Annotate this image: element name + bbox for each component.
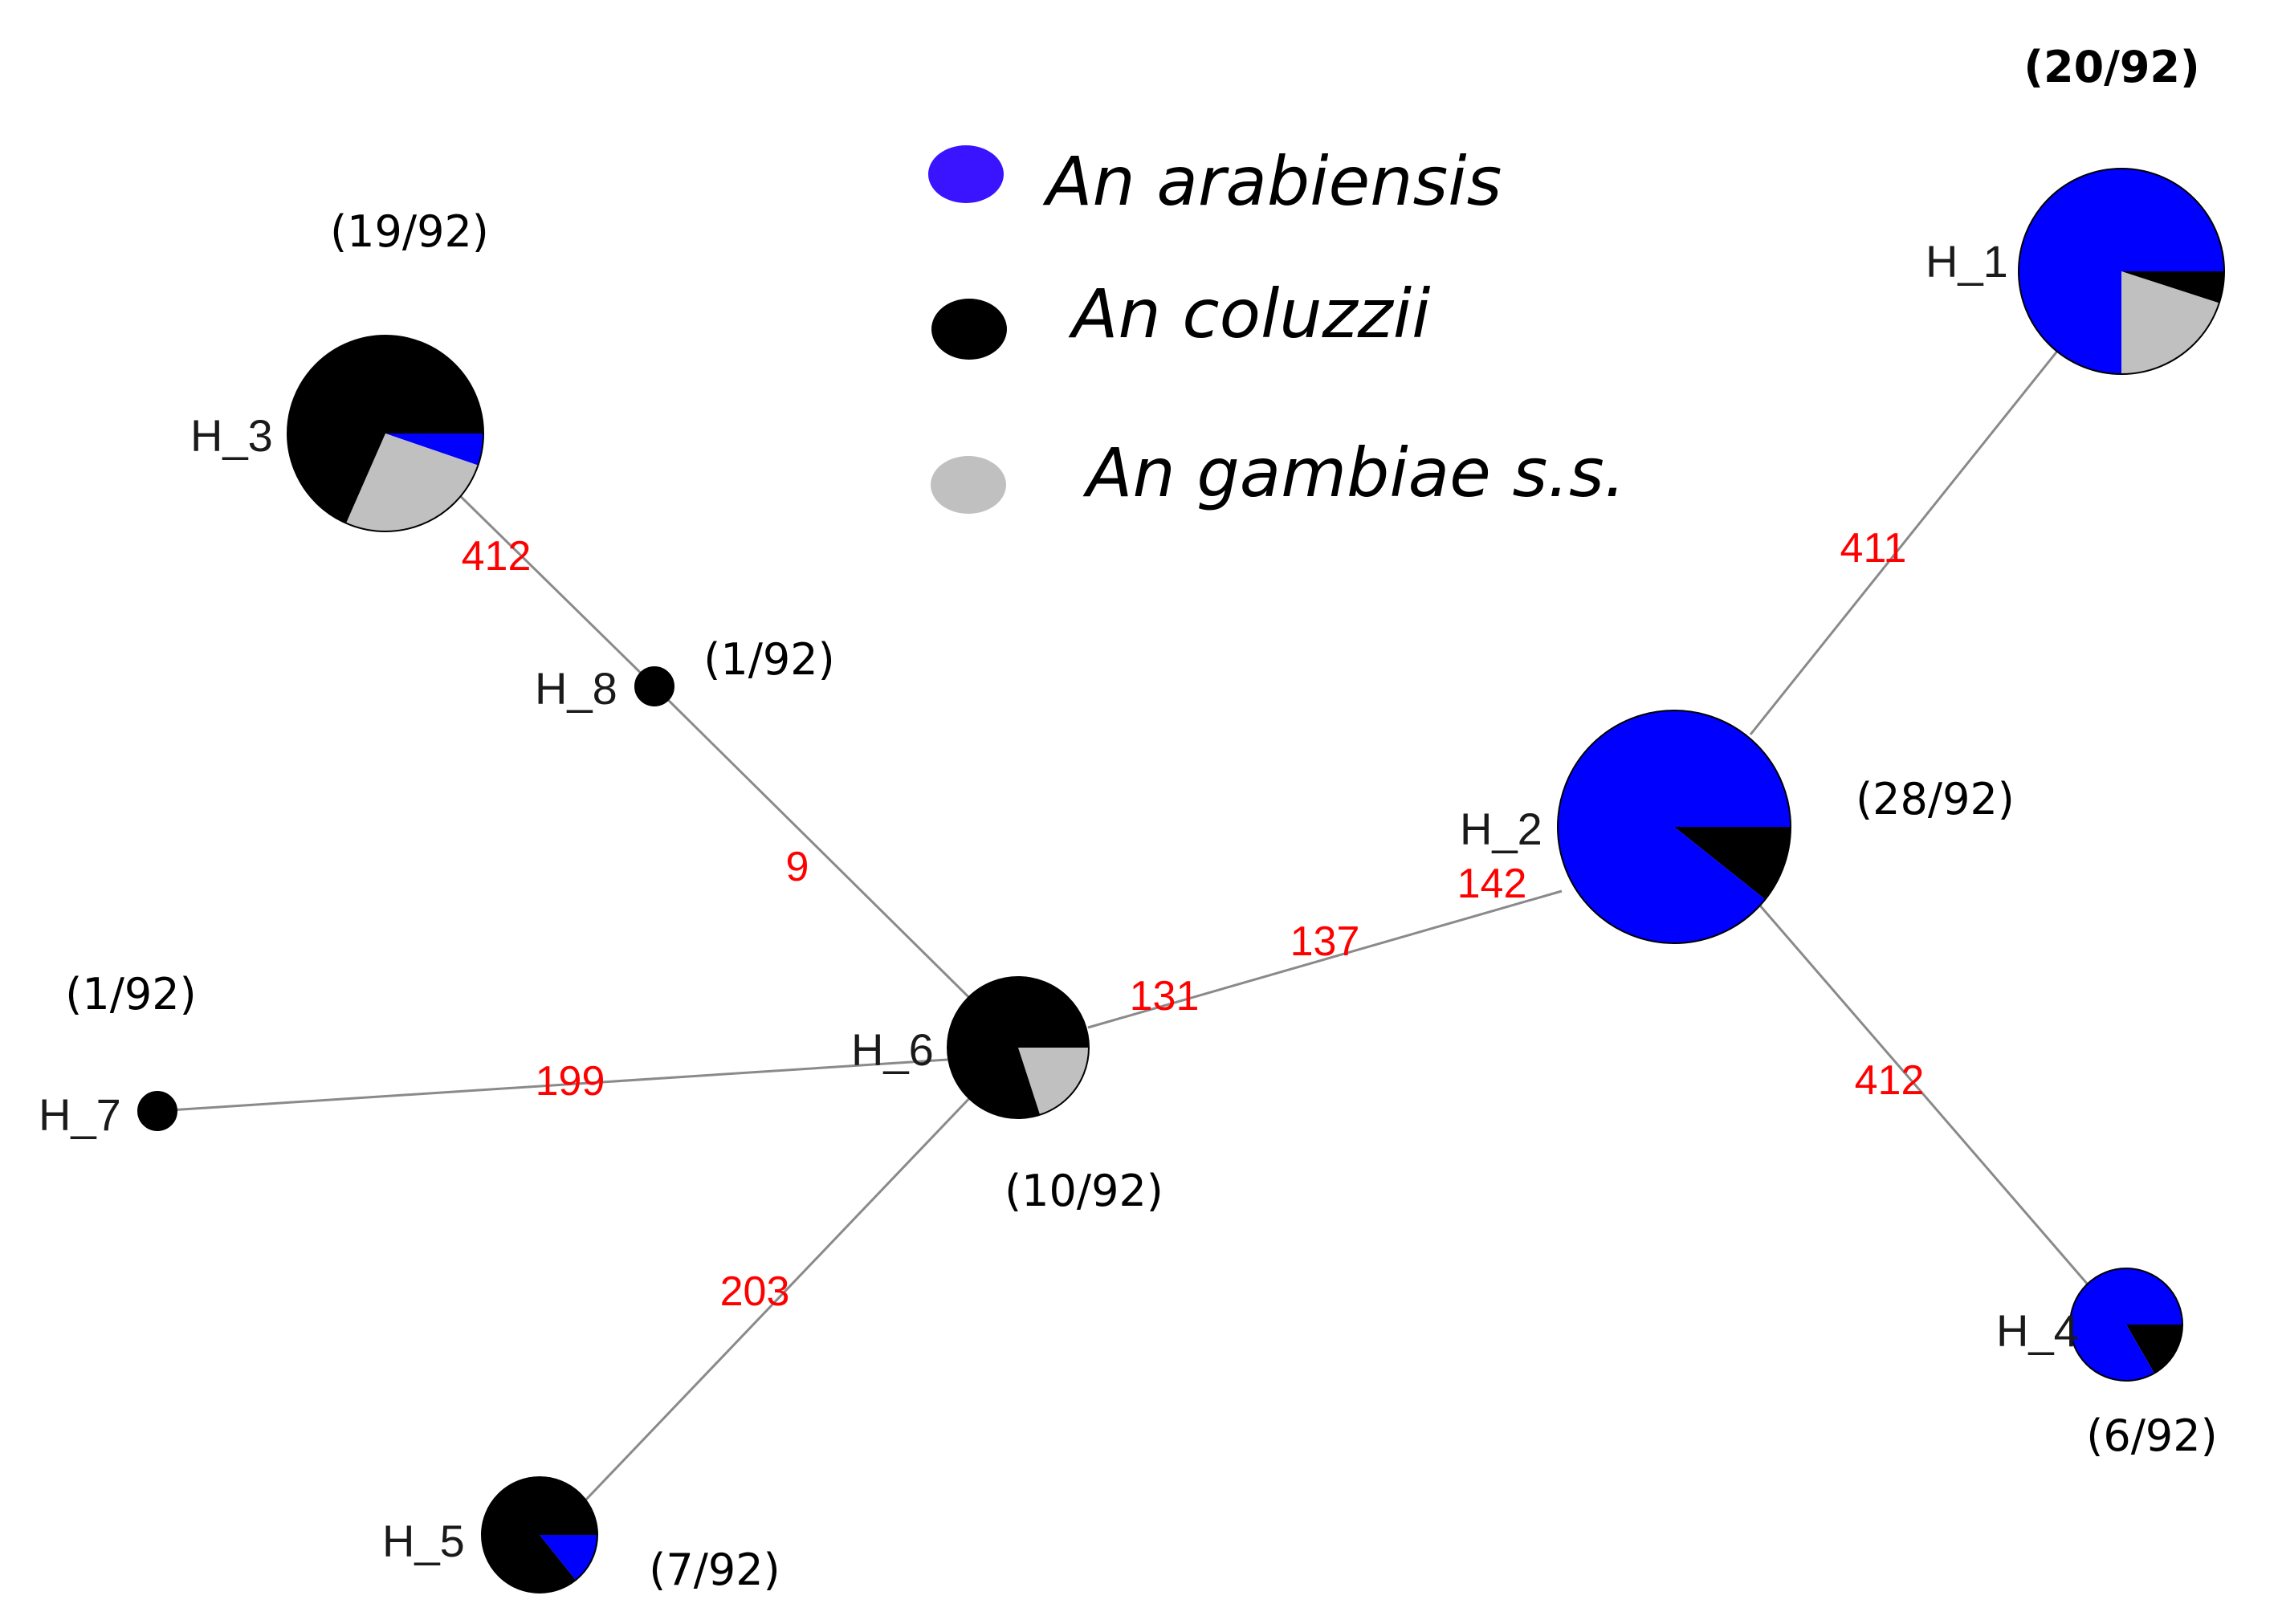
node-outline-h6 — [947, 976, 1090, 1119]
slice-h4-arabiensis — [2070, 1268, 2182, 1381]
node-outline-h1 — [2018, 168, 2225, 375]
legend-swatch-coluzzii — [931, 299, 1007, 360]
mutation-label-h2-h1: 411 — [1840, 525, 1907, 572]
freq-label-h1: (20/92) — [2023, 42, 2199, 92]
node-outline-h7 — [137, 1091, 177, 1131]
node-labels: H_1 H_2 H_3 H_4 H_5 H_6 H_7 H_8 — [39, 236, 2079, 1566]
slice-h6-coluzzii — [947, 976, 1089, 1119]
legend: An arabiensis An coluzzii An gambiae s.s… — [928, 142, 1625, 514]
node-h8 — [634, 666, 674, 706]
haplotype-nodes — [137, 168, 2225, 1593]
node-label-h3: H_3 — [190, 410, 273, 461]
mutation-label-h3-h8: 412 — [462, 533, 532, 580]
slice-h3-arabiensis — [385, 433, 483, 466]
node-h1 — [2018, 168, 2225, 375]
edge-h2-h4 — [1753, 898, 2125, 1327]
node-h5 — [481, 1476, 598, 1593]
freq-label-h5: (7/92) — [649, 1545, 780, 1595]
node-outline-h2 — [1557, 710, 1791, 944]
freq-label-h6: (10/92) — [1005, 1166, 1163, 1216]
slice-h3-gambiae — [345, 433, 479, 531]
node-h4 — [2069, 1268, 2183, 1382]
node-label-h4: H_4 — [1996, 1305, 2079, 1356]
slice-h8-coluzzii — [635, 667, 674, 706]
slice-h5-arabiensis — [540, 1535, 597, 1581]
slice-h2-coluzzii — [1674, 827, 1791, 900]
slice-h5-coluzzii — [481, 1477, 597, 1593]
node-h6 — [947, 976, 1090, 1119]
node-h2 — [1557, 710, 1791, 944]
edge-h6-h5 — [583, 1090, 977, 1503]
slice-h1-coluzzii — [2121, 271, 2224, 303]
mutation-label-h6-h2-a: 131 — [1130, 973, 1200, 1020]
edge-h8-h6 — [653, 685, 1021, 1049]
legend-label-gambiae: An gambiae s.s. — [1082, 433, 1625, 512]
slice-h2-arabiensis — [1558, 710, 1791, 943]
freq-label-h7: (1/92) — [65, 969, 196, 1020]
mutation-label-h7-h6: 199 — [536, 1058, 605, 1105]
edge-h3-h8 — [448, 484, 656, 688]
edges-layer — [157, 272, 2125, 1503]
freq-label-h2: (28/92) — [1856, 774, 2015, 824]
slice-h7-coluzzii — [138, 1092, 177, 1130]
slice-h1-arabiensis — [2019, 169, 2224, 374]
mutation-labels: 412 9 199 203 131 137 142 411 412 — [462, 525, 1925, 1315]
node-outline-h3 — [287, 335, 484, 532]
edge-h6-h2 — [1087, 889, 1563, 1029]
node-label-h7: H_7 — [39, 1089, 121, 1140]
mutation-label-h6-h5: 203 — [720, 1268, 790, 1315]
node-label-h2: H_2 — [1460, 804, 1542, 854]
mutation-label-h2-h4: 412 — [1855, 1057, 1925, 1104]
freq-label-h3: (19/92) — [330, 206, 489, 257]
node-outline-h5 — [481, 1476, 598, 1593]
mutation-label-h8-h6: 9 — [786, 844, 809, 890]
node-outline-h8 — [634, 666, 674, 706]
node-label-h1: H_1 — [1926, 236, 2008, 287]
freq-label-h8: (1/92) — [703, 634, 834, 685]
legend-label-arabiensis: An arabiensis — [1042, 142, 1502, 221]
freq-label-h4: (6/92) — [2086, 1410, 2217, 1461]
node-label-h6: H_6 — [851, 1024, 934, 1075]
node-h3 — [287, 335, 484, 532]
node-outline-h4 — [2069, 1268, 2183, 1382]
mutation-label-h6-h2-c: 142 — [1457, 861, 1527, 907]
legend-swatch-arabiensis — [928, 145, 1004, 203]
node-h7 — [137, 1091, 177, 1131]
slice-h3-coluzzii — [287, 335, 483, 523]
node-label-h5: H_5 — [382, 1516, 465, 1566]
node-label-h8: H_8 — [535, 663, 617, 714]
legend-swatch-gambiae — [931, 456, 1006, 514]
frequency-labels: (20/92) (28/92) (19/92) (6/92) (7/92) (1… — [65, 42, 2217, 1595]
legend-label-coluzzii: An coluzzii — [1068, 275, 1430, 353]
mutation-label-h6-h2-b: 137 — [1290, 918, 1360, 965]
slice-h1-gambiae — [2121, 271, 2219, 374]
slice-h6-gambiae — [1018, 1048, 1089, 1115]
edge-h7-h6 — [157, 1058, 948, 1113]
